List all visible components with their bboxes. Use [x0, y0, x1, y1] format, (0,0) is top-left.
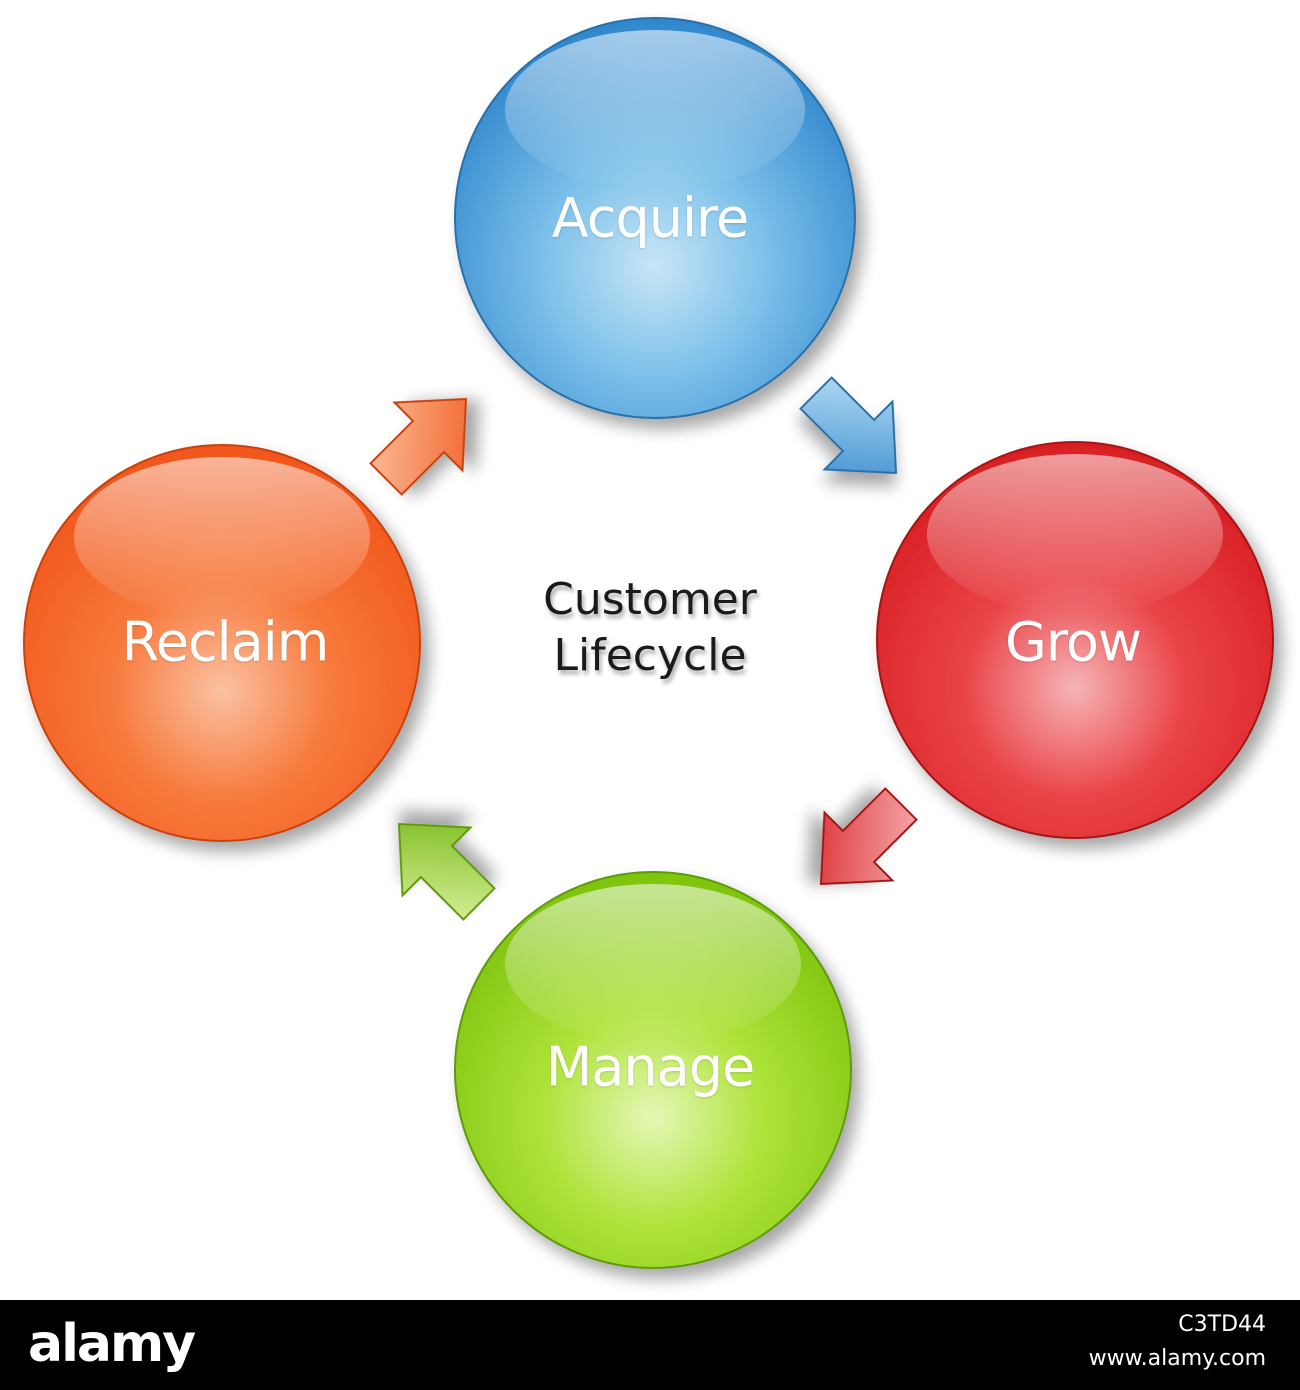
center-title-line-2: Lifecycle [553, 630, 747, 681]
grow-circle [876, 441, 1274, 839]
reclaim-label: Reclaim [121, 610, 330, 674]
footer-url: www.alamy.com [1088, 1346, 1266, 1371]
manage-label: Manage [545, 1035, 755, 1099]
center-title-line-1: Customer [543, 574, 757, 625]
customer-lifecycle-diagram: Acquire Grow Manage Reclaim Customer Lif… [23, 17, 1274, 1269]
acquire-circle [454, 17, 856, 419]
arrow-manage-to-reclaim [397, 822, 496, 921]
watermark-footer-bar: alamy C3TD44 www.alamy.com [0, 1300, 1300, 1390]
grow-label: Grow [1004, 610, 1142, 674]
arrow-acquire-to-grow [799, 376, 898, 475]
acquire-label: Acquire [551, 186, 749, 250]
arrow-grow-to-manage [819, 787, 918, 886]
alamy-logo: alamy [28, 1314, 196, 1374]
diagram-canvas [23, 17, 1274, 1269]
center-title: Customer Lifecycle [543, 572, 757, 684]
image-id: C3TD44 [1178, 1312, 1266, 1337]
reclaim-circle [23, 444, 421, 842]
manage-circle [454, 871, 852, 1269]
arrow-reclaim-to-acquire [369, 397, 468, 496]
